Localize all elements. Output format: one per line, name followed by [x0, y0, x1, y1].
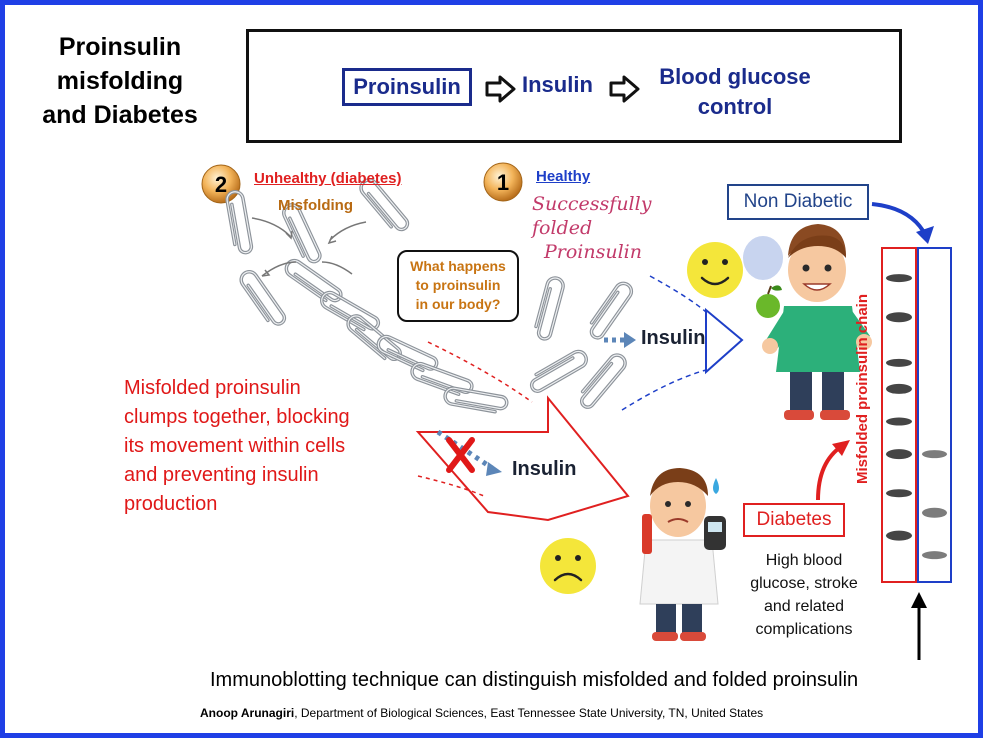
success-arrowhead-icon — [624, 332, 636, 348]
blot-band — [886, 274, 912, 283]
non-diabetic-arrow — [871, 202, 928, 237]
diabetes-label: Diabetes — [743, 503, 845, 537]
blocked-arrowhead-icon — [486, 462, 502, 476]
flow-blood-glucose: Blood glucose control — [659, 64, 811, 119]
blot-axis-label: Misfolded proinsulin chain — [854, 294, 871, 485]
pathway-2-number: 2 — [215, 172, 227, 197]
insulin-blocked-label: Insulin — [512, 458, 577, 480]
blot-lane-healthy — [917, 247, 952, 583]
blocked-pathway-arrow — [415, 395, 630, 522]
unhealthy-label: Unhealthy (diabetes) — [254, 170, 402, 187]
blue-dashed-line — [649, 275, 707, 313]
diabetic-boy-illustration — [639, 468, 726, 641]
pathway-1-badge: 1 — [483, 162, 523, 202]
red-dashed-line — [427, 341, 533, 403]
thought-bubble — [743, 236, 783, 280]
author-credit: Anoop Arunagiri, Department of Biologica… — [200, 706, 763, 720]
immunoblot-caption: Immunoblotting technique can distinguish… — [210, 669, 859, 691]
healthy-boy-illustration — [756, 224, 872, 420]
non-diabetic-label: Non Diabetic — [727, 184, 869, 220]
flow-box — [246, 29, 902, 143]
diabetes-arrowhead-icon — [832, 440, 850, 456]
blot-band — [922, 551, 947, 560]
pathway-2-badge: 2 — [201, 164, 241, 204]
folded-paperclips — [525, 274, 637, 412]
caption-arrowhead-icon — [911, 592, 927, 608]
blot-band — [922, 450, 947, 459]
author-affiliation: , Department of Biological Sciences, Eas… — [294, 706, 764, 720]
misfolding-label: Misfolding — [278, 197, 353, 214]
pathway-1-number: 1 — [497, 170, 509, 195]
non-diabetic-arrowhead-icon — [916, 226, 934, 244]
blot-band — [886, 489, 912, 498]
misfold-explanation: Misfolded proinsulin clumps together, bl… — [124, 377, 350, 515]
blot-band — [886, 417, 912, 426]
flow-proinsulin-box: Proinsulin — [342, 68, 472, 106]
blot-band — [886, 383, 912, 394]
sad-smiley-icon — [540, 538, 596, 594]
blot-lane-diabetic — [881, 247, 917, 583]
happy-smiley-icon — [687, 242, 743, 298]
healthy-label: Healthy — [536, 168, 591, 185]
blot-diabetic-bands — [886, 274, 912, 541]
author-name: Anoop Arunagiri — [200, 706, 295, 720]
flow-arrow-icon — [609, 75, 640, 103]
blot-band — [886, 358, 912, 367]
flow-insulin: Insulin — [522, 72, 593, 97]
insulin-success-label: Insulin — [641, 327, 706, 349]
complications-text: High blood glucose, stroke and related c… — [750, 552, 858, 638]
blot-band — [886, 312, 912, 323]
blot-band — [922, 507, 947, 518]
blot-band — [886, 449, 912, 460]
blue-dashed-line — [621, 369, 707, 411]
blot-healthy-bands — [922, 450, 947, 560]
healthy-pathway-arrowhead — [705, 307, 744, 375]
flow-arrow-icon — [485, 75, 516, 103]
diabetes-arrow — [816, 444, 844, 501]
blocked-x-icon — [446, 437, 475, 473]
blot-band — [886, 530, 912, 541]
figure-title: Proinsulin misfolding and Diabetes — [42, 33, 198, 129]
question-bubble: What happens to proinsulin in our body? — [397, 250, 519, 322]
handwritten-folded-note: Successfully folded Proinsulin — [532, 193, 652, 263]
misfolding-arrows — [251, 217, 367, 277]
